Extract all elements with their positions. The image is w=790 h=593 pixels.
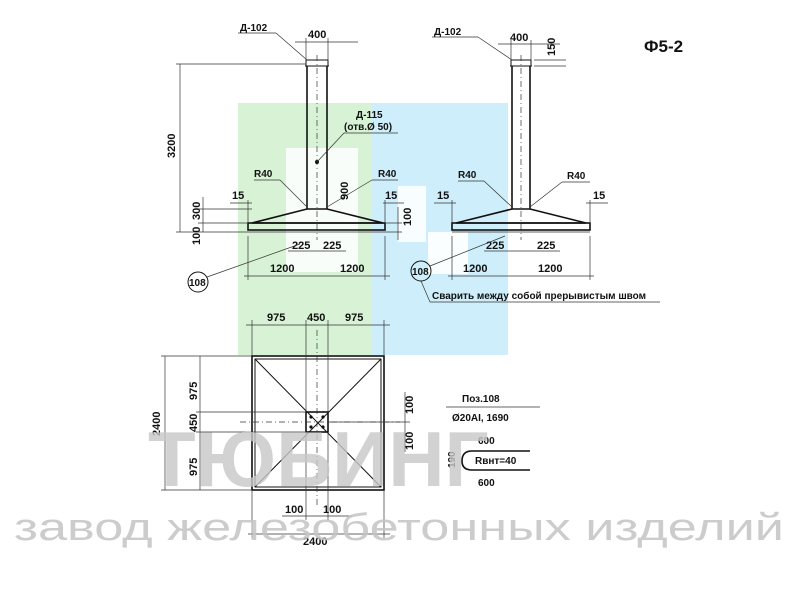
front-step-right: 15 [385, 190, 397, 202]
detail-pos-title: Поз.108 [462, 394, 500, 405]
front-r40-right: R40 [378, 169, 397, 180]
plan-left-top: 975 [188, 382, 200, 400]
front-dim-900: 900 [339, 182, 351, 200]
side-weld-note: Сварить между собой прерывистым швом [432, 290, 646, 302]
plan-bottom-right: 100 [323, 504, 341, 516]
plan-right-bottom: 100 [404, 432, 416, 450]
plan-left-total: 2400 [151, 412, 163, 436]
side-step-right: 15 [593, 190, 605, 202]
detail-spec: Ø20AI, 1690 [452, 413, 509, 424]
side-r40-left: R40 [458, 170, 477, 181]
side-top-width: 400 [510, 32, 528, 44]
watermark-subtitle: завод железобетонных изделий [14, 507, 784, 549]
side-dim-225-left: 225 [486, 240, 504, 252]
plan-left-mid: 450 [188, 414, 200, 432]
bar-detail: Поз.108 Ø20AI, 1690 600 190 Rвнт=40 600 [446, 394, 540, 489]
watermark-logo [238, 103, 508, 355]
front-view: Д-102 400 3200 300 100 Д-115 (отв.Ø 50) … [166, 23, 414, 293]
detail-bottom-len: 600 [478, 478, 495, 489]
plan-left-bottom: 975 [188, 458, 200, 476]
front-r40-left: R40 [254, 169, 273, 180]
watermark-blue-block [372, 103, 508, 355]
front-dim-300: 300 [191, 202, 203, 220]
front-dim-100-right: 100 [402, 208, 414, 226]
drawing-title: Ф5-2 [644, 37, 683, 56]
plan-view: 975 450 975 2400 975 450 975 100 100 100… [151, 312, 416, 548]
plan-right-top: 100 [404, 396, 416, 414]
side-dim-225-right: 225 [537, 240, 555, 252]
plan-top-right: 975 [345, 312, 363, 324]
side-dim-150: 150 [546, 38, 558, 56]
detail-radius: Rвнт=40 [475, 456, 517, 467]
front-half-right: 1200 [340, 263, 364, 275]
plan-bottom-left: 100 [285, 504, 303, 516]
front-step-left: 15 [232, 190, 244, 202]
front-half-left: 1200 [270, 263, 294, 275]
front-height: 3200 [166, 134, 178, 158]
bent-bar [461, 450, 530, 471]
plan-top-left: 975 [267, 312, 285, 324]
front-d115-label: Д-115 [356, 110, 383, 121]
front-d102-label: Д-102 [240, 23, 268, 34]
plan-top-mid: 450 [307, 312, 325, 324]
watermark-brand: ТЮБИНГ [148, 415, 489, 503]
plan-bottom-total: 2400 [303, 536, 327, 548]
side-d102-label: Д-102 [434, 27, 462, 38]
front-dim-225-left: 225 [292, 240, 310, 252]
front-top-width: 400 [308, 29, 326, 41]
front-d115-note: (отв.Ø 50) [344, 122, 392, 133]
side-view: Д-102 400 150 R40 R40 15 15 225 225 1200… [410, 27, 660, 303]
front-dim-225-right: 225 [323, 240, 341, 252]
side-pos-108: 108 [412, 267, 429, 278]
front-dim-100-left: 100 [191, 227, 203, 245]
detail-top-len: 600 [478, 436, 495, 447]
side-step-left: 15 [437, 190, 449, 202]
front-pos-108: 108 [189, 278, 206, 289]
side-half-right: 1200 [538, 263, 562, 275]
detail-height: 190 [447, 451, 458, 468]
side-r40-right: R40 [567, 171, 586, 182]
side-half-left: 1200 [463, 263, 487, 275]
